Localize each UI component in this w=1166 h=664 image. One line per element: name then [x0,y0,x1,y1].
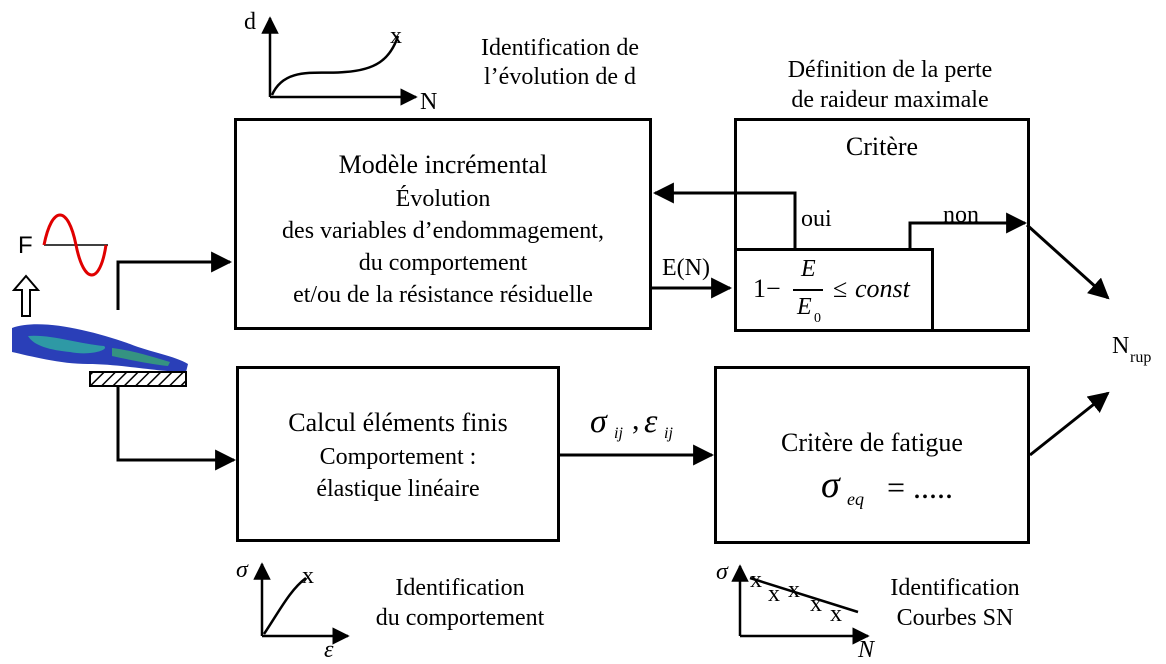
criterion-no-label: non [943,202,979,228]
criteria-caption-line1: Définition de la perte [787,57,993,83]
formula-numerator: E [801,256,816,282]
epsilon-sub: ij [664,425,673,442]
formula-fraction-bar [793,289,823,291]
specimen-mesh-icon [12,324,188,387]
load-label: F [18,232,33,259]
top-plot [261,16,418,106]
formula-relation: ≤ [833,274,848,303]
epsilon-symbol: ε [644,403,658,440]
incremental-line-4: et/ou de la résistance résiduelle [293,282,593,308]
formula-denominator: E [797,294,812,320]
fatigue-title: Critère de fatigue [781,428,963,457]
bl-caption-line1: Identification [395,575,525,601]
bottom-right-plot [731,564,870,645]
br-plot-marker-2: x [768,581,780,607]
criterion-title: Critère [845,132,919,161]
bl-plot-x-label: ε [324,637,334,663]
fe-box: Calcul éléments finis Comportement : éla… [236,366,560,542]
nrup-sub: rup [1130,349,1152,366]
fatigue-sigma-sub: eq [847,489,864,509]
fatigue-rhs: = ..... [887,469,954,505]
arrow-oui [652,182,797,248]
br-caption-line1: Identification [890,575,1020,601]
arrow-fatigue-to-nrup [1029,391,1110,457]
formula-denominator-sub: 0 [814,311,821,326]
top-plot-marker: x [390,23,402,49]
fatigue-sigma: σ [821,464,840,506]
bl-caption-line2: du comportement [375,605,545,631]
sine-load-icon [42,213,108,277]
fe-line-1: Comportement : [319,444,477,470]
incremental-model-box: Modèle incrémental Évolution des variabl… [234,118,652,330]
formula-one-minus: 1− [753,274,781,303]
formula-rhs: const [855,274,910,303]
br-caption-line2: Courbes SN [896,605,1014,631]
br-plot-marker-4: x [810,591,822,617]
arrow-load-to-fe [116,378,237,471]
fe-line-2: élastique linéaire [316,476,480,502]
criteria-caption-line2: de raideur maximale [791,87,989,113]
stress-strain-label: σ ij , ε ij [590,402,710,446]
br-plot-x-label: N [858,637,875,663]
fe-title: Calcul éléments finis [288,408,508,437]
top-plot-y-label: d [244,9,256,35]
incremental-line-2: des variables d’endommagement, [282,218,604,244]
arrow-load-to-incremental [116,251,233,310]
top-plot-x-label: N [420,89,438,115]
nrup-label: N rup [1112,332,1166,372]
bottom-left-plot [253,562,350,645]
formula-box: 1− E E 0 ≤ const [734,248,934,332]
br-plot-y-label: σ [716,559,728,585]
incremental-line-3: du comportement [358,250,528,276]
top-caption-line1: Identification de [481,35,639,61]
EN-label: E(N) [662,255,710,281]
bl-plot-marker: x [302,563,314,589]
load-up-arrow-icon [11,274,41,317]
sigma-sub: ij [614,425,623,442]
br-plot-marker-1: x [750,567,762,593]
arrow-non [908,212,1028,248]
top-caption-line2: l’évolution de d [484,64,636,90]
incremental-line-1: Évolution [395,186,491,212]
br-plot-marker-5: x [830,601,842,627]
separator: , [632,403,640,436]
fatigue-box: Critère de fatigue σ eq = ..... [714,366,1030,544]
arrow-to-nrup-top [1025,223,1110,300]
sigma-symbol: σ [590,403,607,440]
nrup-main: N [1112,333,1130,359]
criterion-yes-label: oui [801,206,832,232]
incremental-title: Modèle incrémental [338,150,548,179]
bl-plot-y-label: σ [236,557,248,583]
br-plot-marker-3: x [788,577,800,603]
